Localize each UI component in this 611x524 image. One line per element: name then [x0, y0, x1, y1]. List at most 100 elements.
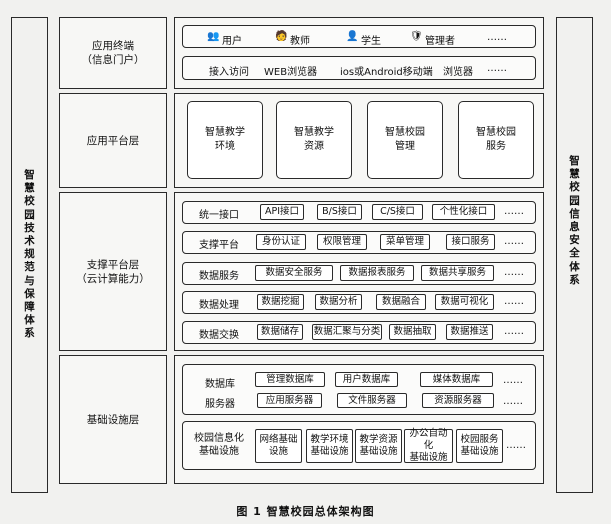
- right-column-char: 智: [569, 155, 580, 167]
- left-column-char: 慧: [24, 182, 35, 195]
- support-item[interactable]: 数据安全服务: [255, 265, 333, 281]
- support-layer-label-box: [59, 192, 167, 351]
- infra-layer-label: 基础设施层: [86, 413, 140, 426]
- left-column-title: 智慧校园技术规范与保障体系: [11, 169, 48, 341]
- support-item[interactable]: 接口服务: [446, 234, 495, 250]
- support-item[interactable]: 权限管理: [317, 234, 367, 250]
- left-column-box: [11, 17, 48, 493]
- server-label: 服务器: [205, 399, 235, 410]
- campus-infra-label: 校园信息化 基础设施: [194, 433, 244, 457]
- support-item[interactable]: 数据可视化: [435, 294, 494, 310]
- support-layer-label: 支撑平台层 （云计算能力）: [76, 258, 150, 285]
- support-row-label: 统一接口: [199, 210, 239, 221]
- access-item: ios或Android移动端: [340, 67, 433, 78]
- support-row-label: 数据交换: [199, 330, 239, 341]
- user-roles-bar: [182, 25, 536, 48]
- right-column-char: 体: [569, 260, 580, 273]
- campus-infra-item[interactable]: 教学资源 基础设施: [355, 429, 402, 463]
- infra-layer-label-box: [59, 355, 167, 484]
- group-icon: 👥: [207, 31, 220, 42]
- access-item: 浏览器: [443, 67, 473, 78]
- access-bar: [182, 56, 536, 80]
- platform-module[interactable]: 智慧校园 管理: [367, 101, 443, 179]
- terminal-layer-label: 应用终端 （信息门户）: [81, 40, 145, 66]
- platform-module[interactable]: 智慧教学 环境: [187, 101, 263, 179]
- right-column-char: 园: [569, 194, 580, 207]
- support-row-more: ……: [504, 296, 524, 307]
- left-column-char: 术: [24, 235, 35, 248]
- right-column-char: 慧: [569, 168, 580, 181]
- db-more: ……: [503, 375, 523, 386]
- support-item[interactable]: C/S接口: [372, 204, 423, 220]
- left-column-char: 体: [24, 314, 35, 327]
- support-item[interactable]: 数据挖掘: [257, 294, 304, 310]
- campus-infra-item[interactable]: 办公自动化 基础设施: [404, 428, 453, 463]
- support-item[interactable]: 数据储存: [257, 324, 303, 340]
- db-label: 数据库: [205, 379, 235, 390]
- support-item[interactable]: 数据抽取: [389, 324, 436, 340]
- left-column-char: 范: [24, 261, 35, 274]
- left-column-char: 园: [24, 208, 35, 221]
- support-row-more: ……: [504, 236, 524, 247]
- access-item: 接入访问: [209, 67, 249, 78]
- support-item[interactable]: 数据推送: [446, 324, 493, 340]
- campus-infra-item[interactable]: 校园服务 基础设施: [456, 429, 503, 463]
- left-column-char: 规: [24, 248, 35, 261]
- right-column-char: 安: [569, 234, 580, 247]
- right-column-box: [556, 17, 593, 493]
- support-row-more: ……: [504, 326, 524, 337]
- left-column-char: 障: [24, 301, 35, 314]
- server-item[interactable]: 应用服务器: [257, 393, 322, 408]
- support-row-label: 支撑平台: [199, 240, 239, 251]
- platform-module[interactable]: 智慧校园 服务: [458, 101, 534, 179]
- support-item[interactable]: API接口: [260, 204, 304, 220]
- support-row-more: ……: [504, 267, 524, 278]
- left-column-char: 保: [24, 287, 35, 300]
- right-column-title: 智慧校园信息安全体系: [556, 155, 593, 287]
- support-item[interactable]: 数据共享服务: [421, 265, 494, 281]
- left-column-char: 技: [24, 221, 35, 234]
- db-item[interactable]: 管理数据库: [255, 372, 325, 387]
- right-column-char: 息: [569, 221, 580, 234]
- campus-infra-item[interactable]: 网络基础 设施: [255, 429, 302, 463]
- db-item[interactable]: 用户数据库: [335, 372, 398, 387]
- access-item: ……: [487, 63, 507, 74]
- right-column-char: 信: [569, 207, 580, 220]
- left-column-char: 智: [24, 169, 35, 181]
- right-column-char: 系: [569, 273, 580, 286]
- student-icon: 👤: [346, 31, 359, 42]
- user-role-label: 管理者: [425, 36, 455, 47]
- campus-more: ……: [506, 440, 526, 451]
- support-item[interactable]: 菜单管理: [380, 234, 430, 250]
- figure-caption: 图 1 智慧校园总体架构图: [236, 505, 375, 518]
- user-role-label: 学生: [361, 36, 381, 47]
- campus-infra-item[interactable]: 教学环境 基础设施: [306, 429, 353, 463]
- users-more: ……: [487, 32, 507, 43]
- right-column-char: 校: [569, 181, 580, 194]
- support-row-label: 数据处理: [199, 300, 239, 311]
- platform-module[interactable]: 智慧教学 资源: [276, 101, 352, 179]
- server-more: ……: [503, 396, 523, 407]
- support-item[interactable]: 数据报表服务: [340, 265, 414, 281]
- support-item[interactable]: 数据分析: [315, 294, 362, 310]
- terminal-layer-label-box: [59, 17, 167, 89]
- left-column-char: 与: [24, 274, 35, 287]
- admin-icon: 🛡: [410, 31, 423, 42]
- support-row-more: ……: [504, 206, 524, 217]
- support-item[interactable]: 数据汇聚与分类: [312, 324, 382, 340]
- support-item[interactable]: 个性化接口: [432, 204, 495, 220]
- access-item: WEB浏览器: [264, 67, 318, 78]
- server-item[interactable]: 资源服务器: [422, 393, 494, 408]
- db-item[interactable]: 媒体数据库: [420, 372, 493, 387]
- user-role-label: 用户: [222, 36, 242, 47]
- left-column-char: 校: [24, 195, 35, 208]
- support-item[interactable]: 数据融合: [376, 294, 426, 310]
- teacher-icon: 🧑: [275, 31, 288, 42]
- platform-layer-label: 应用平台层: [86, 134, 140, 147]
- server-item[interactable]: 文件服务器: [337, 393, 407, 408]
- left-column-char: 系: [24, 327, 35, 340]
- right-column-char: 全: [569, 247, 580, 260]
- support-item[interactable]: B/S接口: [317, 204, 362, 220]
- support-row-label: 数据服务: [199, 271, 239, 282]
- support-item[interactable]: 身份认证: [256, 234, 306, 250]
